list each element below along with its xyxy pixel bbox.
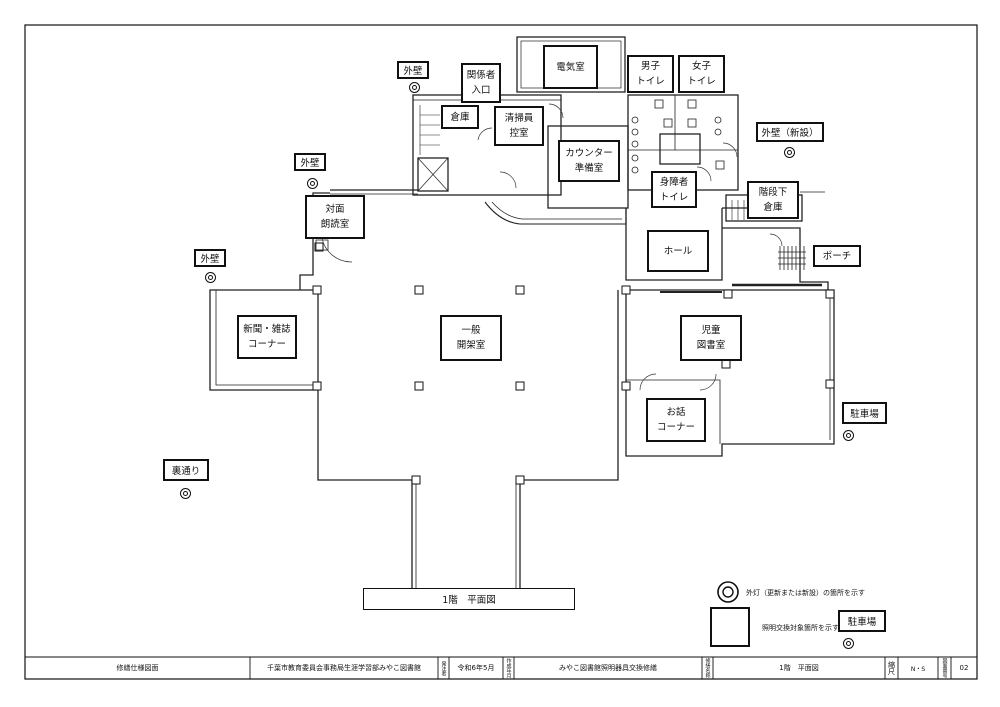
legend-lamp-text: 外灯（更新または新設）の箇所を示す <box>746 589 865 597</box>
tb-h-date: 作成年月 <box>505 658 512 678</box>
tb-owner: 千葉市教育委員会事務局生涯学習部みやこ図書館 <box>267 664 421 672</box>
tag-gaiheki-1: 外壁 <box>397 61 429 79</box>
legend-room-text: 照明交換対象箇所を示す <box>762 624 839 632</box>
lamp-icon <box>205 272 216 283</box>
tag-gaiheki-3: 外壁 <box>194 249 226 267</box>
sheet-frame <box>24 24 978 680</box>
room-porch: ポーチ <box>813 245 861 267</box>
room-taimen-reading: 対面 朗読室 <box>305 195 365 239</box>
tb-drawing-type: 修繕仕様図面 <box>116 664 159 672</box>
room-shogai-toilet: 身障者 トイレ <box>651 171 697 208</box>
room-ippan-stacks: 一般 開架室 <box>440 315 502 361</box>
legend-lamp-symbol <box>717 581 739 603</box>
lamp-icon <box>180 488 191 499</box>
plan-caption: 1階 平面図 <box>363 588 575 610</box>
title-block-grid <box>25 656 977 679</box>
tag-parking: 駐車場 <box>842 402 887 424</box>
porch-grating <box>778 246 806 270</box>
lamp-icon <box>843 430 854 441</box>
room-kaidan-storage: 階段下 倉庫 <box>747 181 799 219</box>
room-soko: 倉庫 <box>441 105 479 129</box>
door-swings <box>321 103 783 391</box>
tb-date: 令和6年5月 <box>457 664 495 672</box>
lamp-icon <box>784 147 795 158</box>
tag-uradori: 裏通り <box>163 459 209 481</box>
room-ohanashi-corner: お話 コーナー <box>646 398 706 442</box>
legend-room-symbol <box>710 607 750 647</box>
columns <box>312 242 835 485</box>
room-counter-prep: カウンター 準備室 <box>558 140 620 182</box>
room-joshi-toilet: 女子 トイレ <box>678 55 725 93</box>
tb-h-project: 修繕名称 <box>704 658 711 678</box>
room-kankei-entrance: 関係者 入口 <box>461 63 501 103</box>
tb-project: みやこ図書館照明器具交換修繕 <box>559 664 657 672</box>
legend-parking-tag: 駐車場 <box>838 610 886 632</box>
room-shinbun-corner: 新聞・雑誌 コーナー <box>237 315 297 359</box>
toilet-fixtures <box>315 99 725 251</box>
lamp-icon <box>843 638 854 649</box>
lamp-icon <box>409 82 420 93</box>
tag-gaiheki-new: 外壁（新設） <box>756 122 824 142</box>
tb-h-scale: 縮尺 <box>887 661 896 675</box>
tb-h-owner: 発注者 <box>440 660 447 676</box>
tb-drawing-name: 1階 平面図 <box>779 664 819 672</box>
room-danshi-toilet: 男子 トイレ <box>627 55 674 93</box>
tag-gaiheki-2: 外壁 <box>294 153 326 171</box>
room-seiso: 清掃員 控室 <box>494 106 544 146</box>
tb-h-number: 図面番号 <box>941 658 948 678</box>
room-denki: 電気室 <box>543 45 598 89</box>
tb-scale: N・S <box>910 665 926 673</box>
room-hall: ホール <box>647 230 709 272</box>
tb-number: 02 <box>959 664 969 672</box>
lamp-icon <box>307 178 318 189</box>
room-jido-library: 児童 図書室 <box>680 315 742 361</box>
